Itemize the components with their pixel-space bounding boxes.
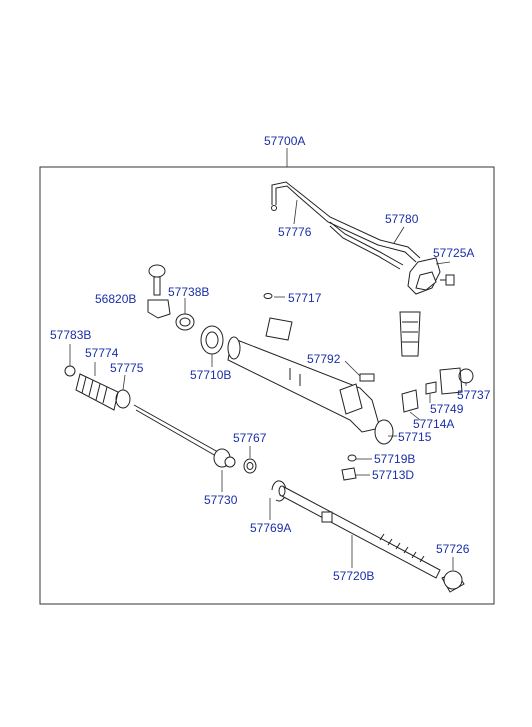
gear-housing[interactable] — [227, 336, 394, 445]
label-57737[interactable]: 57737 — [457, 388, 491, 402]
lock-nut[interactable] — [341, 467, 357, 481]
label-57776[interactable]: 57776 — [278, 225, 312, 239]
mounting-bush[interactable] — [200, 325, 224, 355]
pipe-seal[interactable] — [359, 373, 375, 382]
label-57719B[interactable]: 57719B — [374, 452, 415, 466]
label-57717[interactable]: 57717 — [288, 291, 322, 305]
inner-ball-joint[interactable] — [243, 458, 257, 474]
adjust-spring[interactable] — [425, 381, 437, 395]
steering-rack[interactable] — [278, 485, 441, 579]
label-57769A[interactable]: 57769A — [250, 521, 291, 535]
assembly-frame — [39, 166, 495, 605]
boot-clip[interactable] — [64, 365, 76, 377]
control-valve[interactable] — [399, 257, 455, 357]
label-57710B[interactable]: 57710B — [190, 368, 231, 382]
label-57767[interactable]: 57767 — [233, 431, 267, 445]
tie-rod-end[interactable] — [147, 264, 171, 319]
assembly-label[interactable]: 57700A — [264, 134, 305, 148]
label-57730[interactable]: 57730 — [204, 493, 238, 507]
label-56820B[interactable]: 56820B — [95, 292, 136, 306]
tie-rod[interactable] — [133, 404, 236, 468]
label-57714A[interactable]: 57714A — [413, 417, 454, 431]
retainer-ring[interactable] — [347, 454, 357, 462]
label-57738B[interactable]: 57738B — [168, 285, 209, 299]
bushing[interactable] — [175, 313, 195, 331]
boot-band[interactable] — [115, 389, 131, 409]
label-57749[interactable]: 57749 — [430, 402, 464, 416]
o-ring[interactable] — [263, 293, 273, 299]
yoke-plug[interactable] — [401, 389, 419, 413]
rack-boot[interactable] — [75, 373, 119, 411]
snap-ring[interactable] — [271, 480, 287, 502]
label-57783B[interactable]: 57783B — [50, 328, 91, 342]
label-57720B[interactable]: 57720B — [333, 569, 374, 583]
label-57715[interactable]: 57715 — [398, 430, 432, 444]
label-57774[interactable]: 57774 — [85, 346, 119, 360]
label-57713D[interactable]: 57713D — [372, 468, 414, 482]
gasket-plate[interactable] — [265, 317, 293, 341]
label-57775[interactable]: 57775 — [110, 361, 144, 375]
label-57792[interactable]: 57792 — [307, 352, 341, 366]
label-57725A[interactable]: 57725A — [433, 246, 474, 260]
label-57780[interactable]: 57780 — [385, 212, 419, 226]
end-bushing[interactable] — [441, 570, 465, 593]
label-57726[interactable]: 57726 — [436, 542, 470, 556]
gear-seal[interactable] — [439, 367, 474, 395]
pressure-hose[interactable] — [271, 181, 421, 270]
